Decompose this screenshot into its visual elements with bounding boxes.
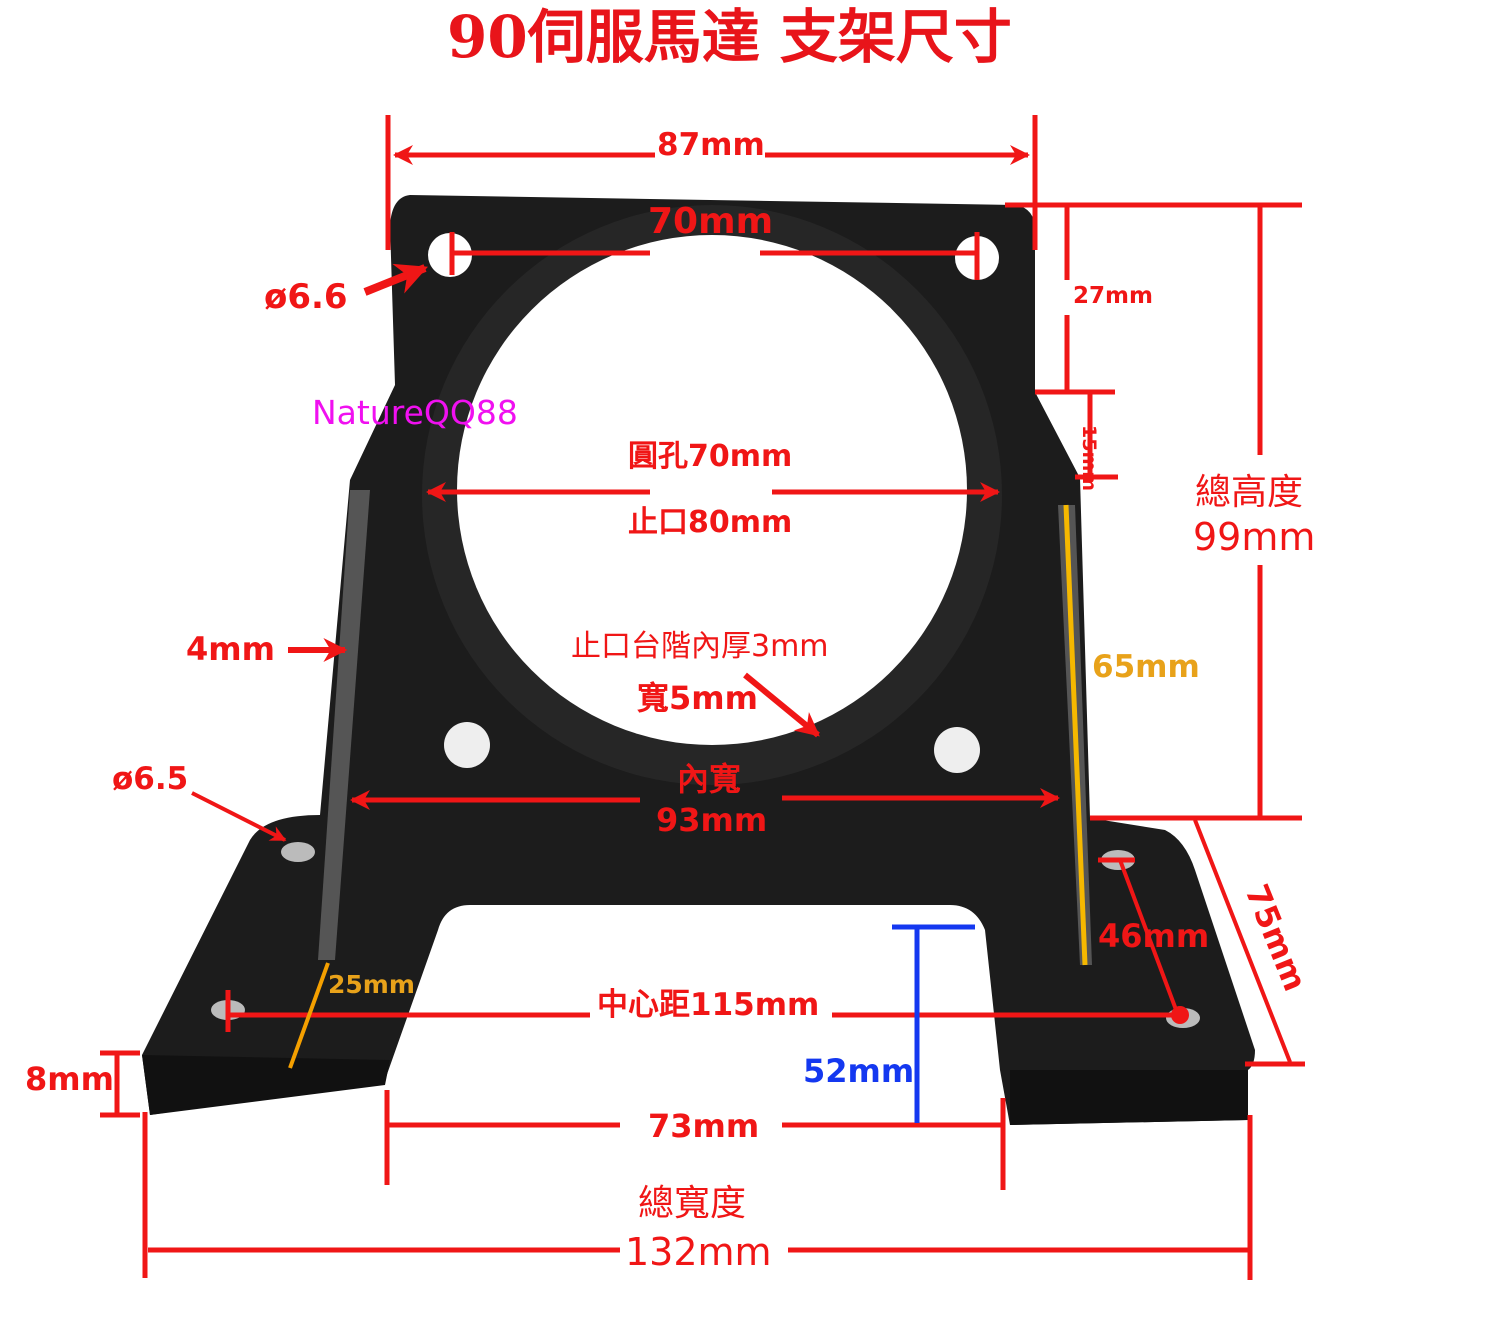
dim-side-height: 65mm: [1092, 649, 1200, 685]
dim-notch-width: 73mm: [648, 1107, 760, 1145]
dim-bore: 圓孔70mm: [628, 439, 793, 474]
total-height-label: 總高度: [1195, 472, 1304, 513]
dim-notch-depth: 52mm: [803, 1052, 915, 1090]
inner-width-label: 內寬: [677, 760, 742, 798]
total-width-label: 總寬度: [638, 1183, 747, 1224]
dim-step-width: 寬5mm: [637, 679, 758, 717]
dim-upper-height: 27mm: [1073, 283, 1153, 309]
mount-hole: [934, 727, 980, 773]
dim-thickness: 4mm: [186, 630, 275, 668]
bore-hole: [457, 235, 967, 745]
watermark: NatureQQ88: [312, 393, 518, 432]
dim-total-width: 132mm: [625, 1230, 772, 1274]
dim-step-label: 止口台階內厚3mm: [571, 629, 829, 664]
page-title: 90伺服馬達 支架尺寸: [447, 3, 1012, 71]
base-hole: [281, 842, 315, 862]
dim-inner-width: 93mm: [656, 801, 768, 839]
dim-base-thickness: 8mm: [25, 1060, 114, 1098]
dim-base-hole-dia: ø6.5: [112, 761, 189, 797]
dim-total-height: 99mm: [1193, 515, 1316, 559]
dim-hole-offset: 46mm: [1098, 917, 1210, 955]
dim-top-hole-dia: ø6.6: [264, 277, 348, 317]
dim-center-distance: 中心距115mm: [597, 987, 820, 1023]
dim-top-width: 87mm: [657, 127, 765, 163]
dim-chamfer-height: 15mm: [1078, 425, 1100, 492]
dim-rib: 25mm: [328, 970, 415, 999]
dim-spigot: 止口80mm: [628, 505, 793, 540]
dim-hole-spacing-top: 70mm: [648, 201, 774, 242]
mount-hole: [444, 722, 490, 768]
